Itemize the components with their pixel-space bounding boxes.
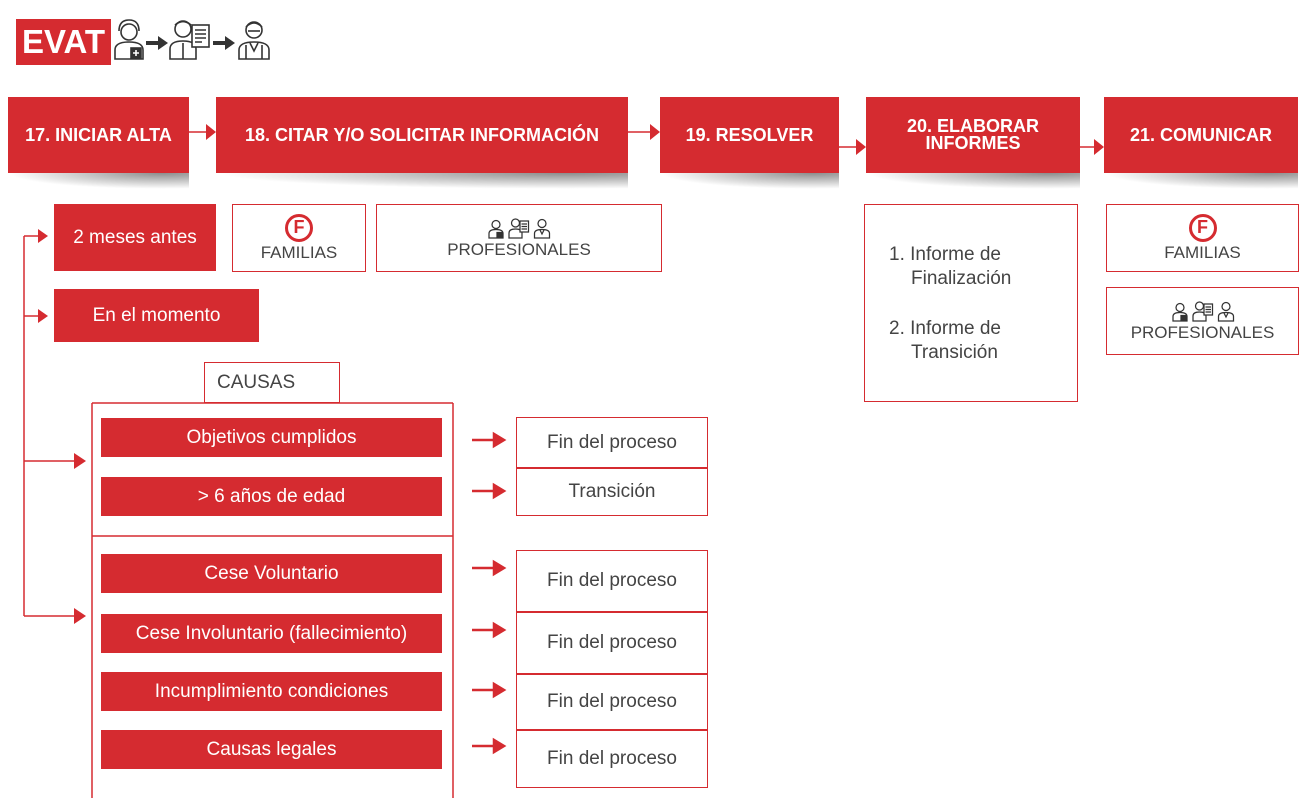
causes-title: CAUSAS bbox=[204, 362, 340, 403]
professional-icon bbox=[533, 218, 551, 239]
step-citar-solicitar: 18. CITAR Y/O SOLICITAR INFORMACIÓN bbox=[216, 97, 628, 173]
step-shadow bbox=[8, 173, 189, 189]
teacher-icon bbox=[168, 17, 212, 61]
cause-item: Cese Voluntario bbox=[101, 554, 442, 593]
cause-item: Causas legales bbox=[101, 730, 442, 769]
teacher-icon bbox=[1191, 300, 1213, 322]
families-box-comunicar: F FAMILIAS bbox=[1106, 204, 1299, 272]
result-item: Transición bbox=[516, 468, 708, 516]
timing-now: En el momento bbox=[54, 289, 259, 342]
cause-item: Incumplimiento condiciones bbox=[101, 672, 442, 711]
step-iniciar-alta: 17. INICIAR ALTA bbox=[8, 97, 189, 173]
logo-evat: EVAT bbox=[16, 19, 111, 65]
cause-item: > 6 años de edad bbox=[101, 477, 442, 516]
result-item: Fin del proceso bbox=[516, 730, 708, 788]
report-transicion: 2. Informe de Transición bbox=[889, 318, 1001, 363]
step-resolver: 19. RESOLVER bbox=[660, 97, 839, 173]
step-label-line2: INFORMES bbox=[925, 133, 1021, 153]
timing-now-label: En el momento bbox=[92, 304, 221, 326]
doctor-icon bbox=[488, 219, 504, 239]
professionals-icons bbox=[486, 217, 552, 239]
result-item: Fin del proceso bbox=[516, 417, 708, 468]
result-item: Fin del proceso bbox=[516, 550, 708, 612]
result-item: Fin del proceso bbox=[516, 674, 708, 730]
families-box: F FAMILIAS bbox=[232, 204, 366, 272]
result-item: Fin del proceso bbox=[516, 612, 708, 674]
step-label: 21. COMUNICAR bbox=[1129, 125, 1272, 145]
professionals-box-comunicar: PROFESIONALES bbox=[1106, 287, 1299, 355]
cause-item: Cese Involuntario (fallecimiento) bbox=[101, 614, 442, 653]
cause-item: Objetivos cumplidos bbox=[101, 418, 442, 457]
step-label: 18. CITAR Y/O SOLICITAR INFORMACIÓN bbox=[244, 125, 599, 145]
families-label: FAMILIAS bbox=[260, 242, 338, 262]
timing-before: 2 meses antes bbox=[54, 204, 216, 271]
family-badge-icon: F bbox=[1188, 213, 1217, 242]
step-label: 17. INICIAR ALTA bbox=[25, 125, 172, 145]
step-shadow bbox=[660, 173, 839, 189]
step-label: 19. RESOLVER bbox=[685, 125, 814, 145]
doctor-icon bbox=[112, 17, 146, 61]
professional-icon bbox=[236, 17, 272, 61]
professionals-label: PROFESIONALES bbox=[447, 239, 591, 259]
families-label: FAMILIAS bbox=[1164, 242, 1241, 262]
step-comunicar: 21. COMUNICAR bbox=[1104, 97, 1298, 173]
professional-icon bbox=[1217, 301, 1234, 322]
professionals-box: PROFESIONALES bbox=[376, 204, 662, 272]
family-badge-icon: F bbox=[285, 213, 313, 242]
step-elaborar-informes: 20. ELABORAR INFORMES bbox=[866, 97, 1080, 173]
professionals-label: PROFESIONALES bbox=[1130, 322, 1275, 342]
step-shadow bbox=[1104, 173, 1298, 189]
professionals-icons bbox=[1170, 300, 1236, 322]
step-shadow bbox=[216, 173, 628, 189]
doctor-icon bbox=[1171, 302, 1188, 322]
arrow-icon bbox=[146, 36, 168, 50]
arrow-icon bbox=[213, 36, 235, 50]
step-shadow bbox=[866, 173, 1080, 189]
reports-box: 1. Informe de Finalización 2. Informe de… bbox=[864, 204, 1078, 402]
report-finalizacion: 1. Informe de Finalización bbox=[889, 244, 1012, 289]
teacher-icon bbox=[508, 217, 530, 239]
step-label-line1: 20. ELABORAR bbox=[906, 116, 1040, 136]
timing-before-label: 2 meses antes bbox=[73, 226, 197, 248]
logo-text: EVAT bbox=[21, 23, 106, 60]
